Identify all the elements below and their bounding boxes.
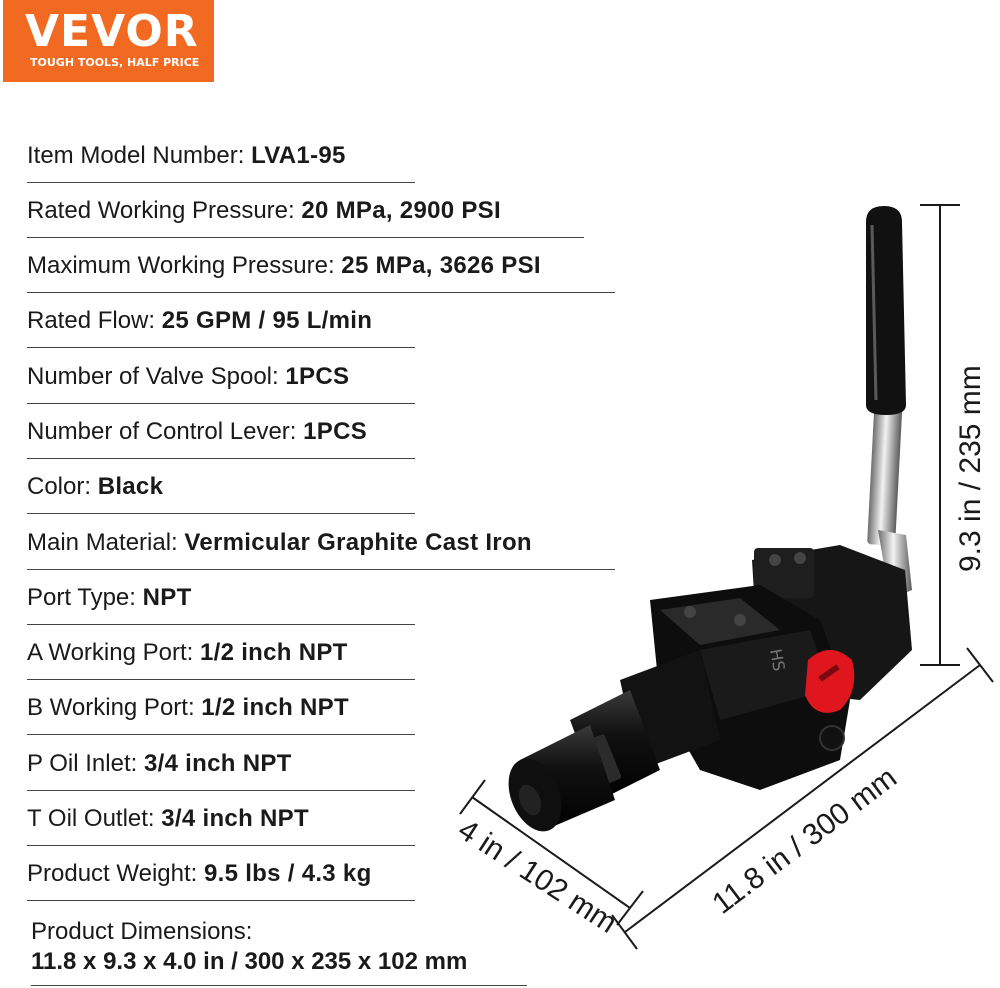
dimension-height: 9.3 in / 235 mm [920,204,987,666]
length-label: 11.8 in / 300 mm [706,761,903,920]
spec-row-rated-flow: Rated Flow: 25 GPM / 95 L/min [27,307,415,348]
spec-row-max-pressure: Maximum Working Pressure: 25 MPa, 3626 P… [27,252,615,293]
spec-row-b-port: B Working Port: 1/2 inch NPT [27,694,415,735]
height-label: 9.3 in / 235 mm [954,365,987,572]
spec-row-port-type: Port Type: NPT [27,584,415,625]
dimensions-value: 11.8 x 9.3 x 4.0 in / 300 x 235 x 102 mm [31,948,468,975]
spec-row-dimensions: Product Dimensions: 11.8 x 9.3 x 4.0 in … [31,917,527,986]
spec-row-a-port: A Working Port: 1/2 inch NPT [27,639,415,680]
spec-row-p-inlet: P Oil Inlet: 3/4 inch NPT [27,750,415,791]
spool-cylinder [508,650,720,832]
spec-row-material: Main Material: Vermicular Graphite Cast … [27,529,615,570]
spec-row-control-lever: Number of Control Lever: 1PCS [27,418,415,459]
spec-row-model: Item Model Number: LVA1-95 [27,142,415,183]
spec-row-t-outlet: T Oil Outlet: 3/4 inch NPT [27,805,415,846]
width-label: 4 in / 102 mm [452,813,622,940]
brand-logo: VEVOR TOUGH TOOLS, HALF PRICE [3,0,214,82]
brand-name: VEVOR [25,6,199,57]
valve-body: HS [650,545,912,790]
spec-row-valve-spool: Number of Valve Spool: 1PCS [27,363,415,404]
control-lever [866,206,912,600]
spec-row-rated-pressure: Rated Working Pressure: 20 MPa, 2900 PSI [27,197,584,238]
brand-tagline: TOUGH TOOLS, HALF PRICE [30,56,200,69]
body-marking: HS [766,647,789,672]
dimensions-label: Product Dimensions: [31,918,253,945]
spec-list: Item Model Number: LVA1-95 Rated Working… [27,142,615,986]
spec-row-color: Color: Black [27,473,415,514]
product-illustration: HS 9.3 in / 235 mm 11.8 in / 300 mm 4 in… [452,204,994,950]
spec-row-weight: Product Weight: 9.5 lbs / 4.3 kg [27,860,415,901]
